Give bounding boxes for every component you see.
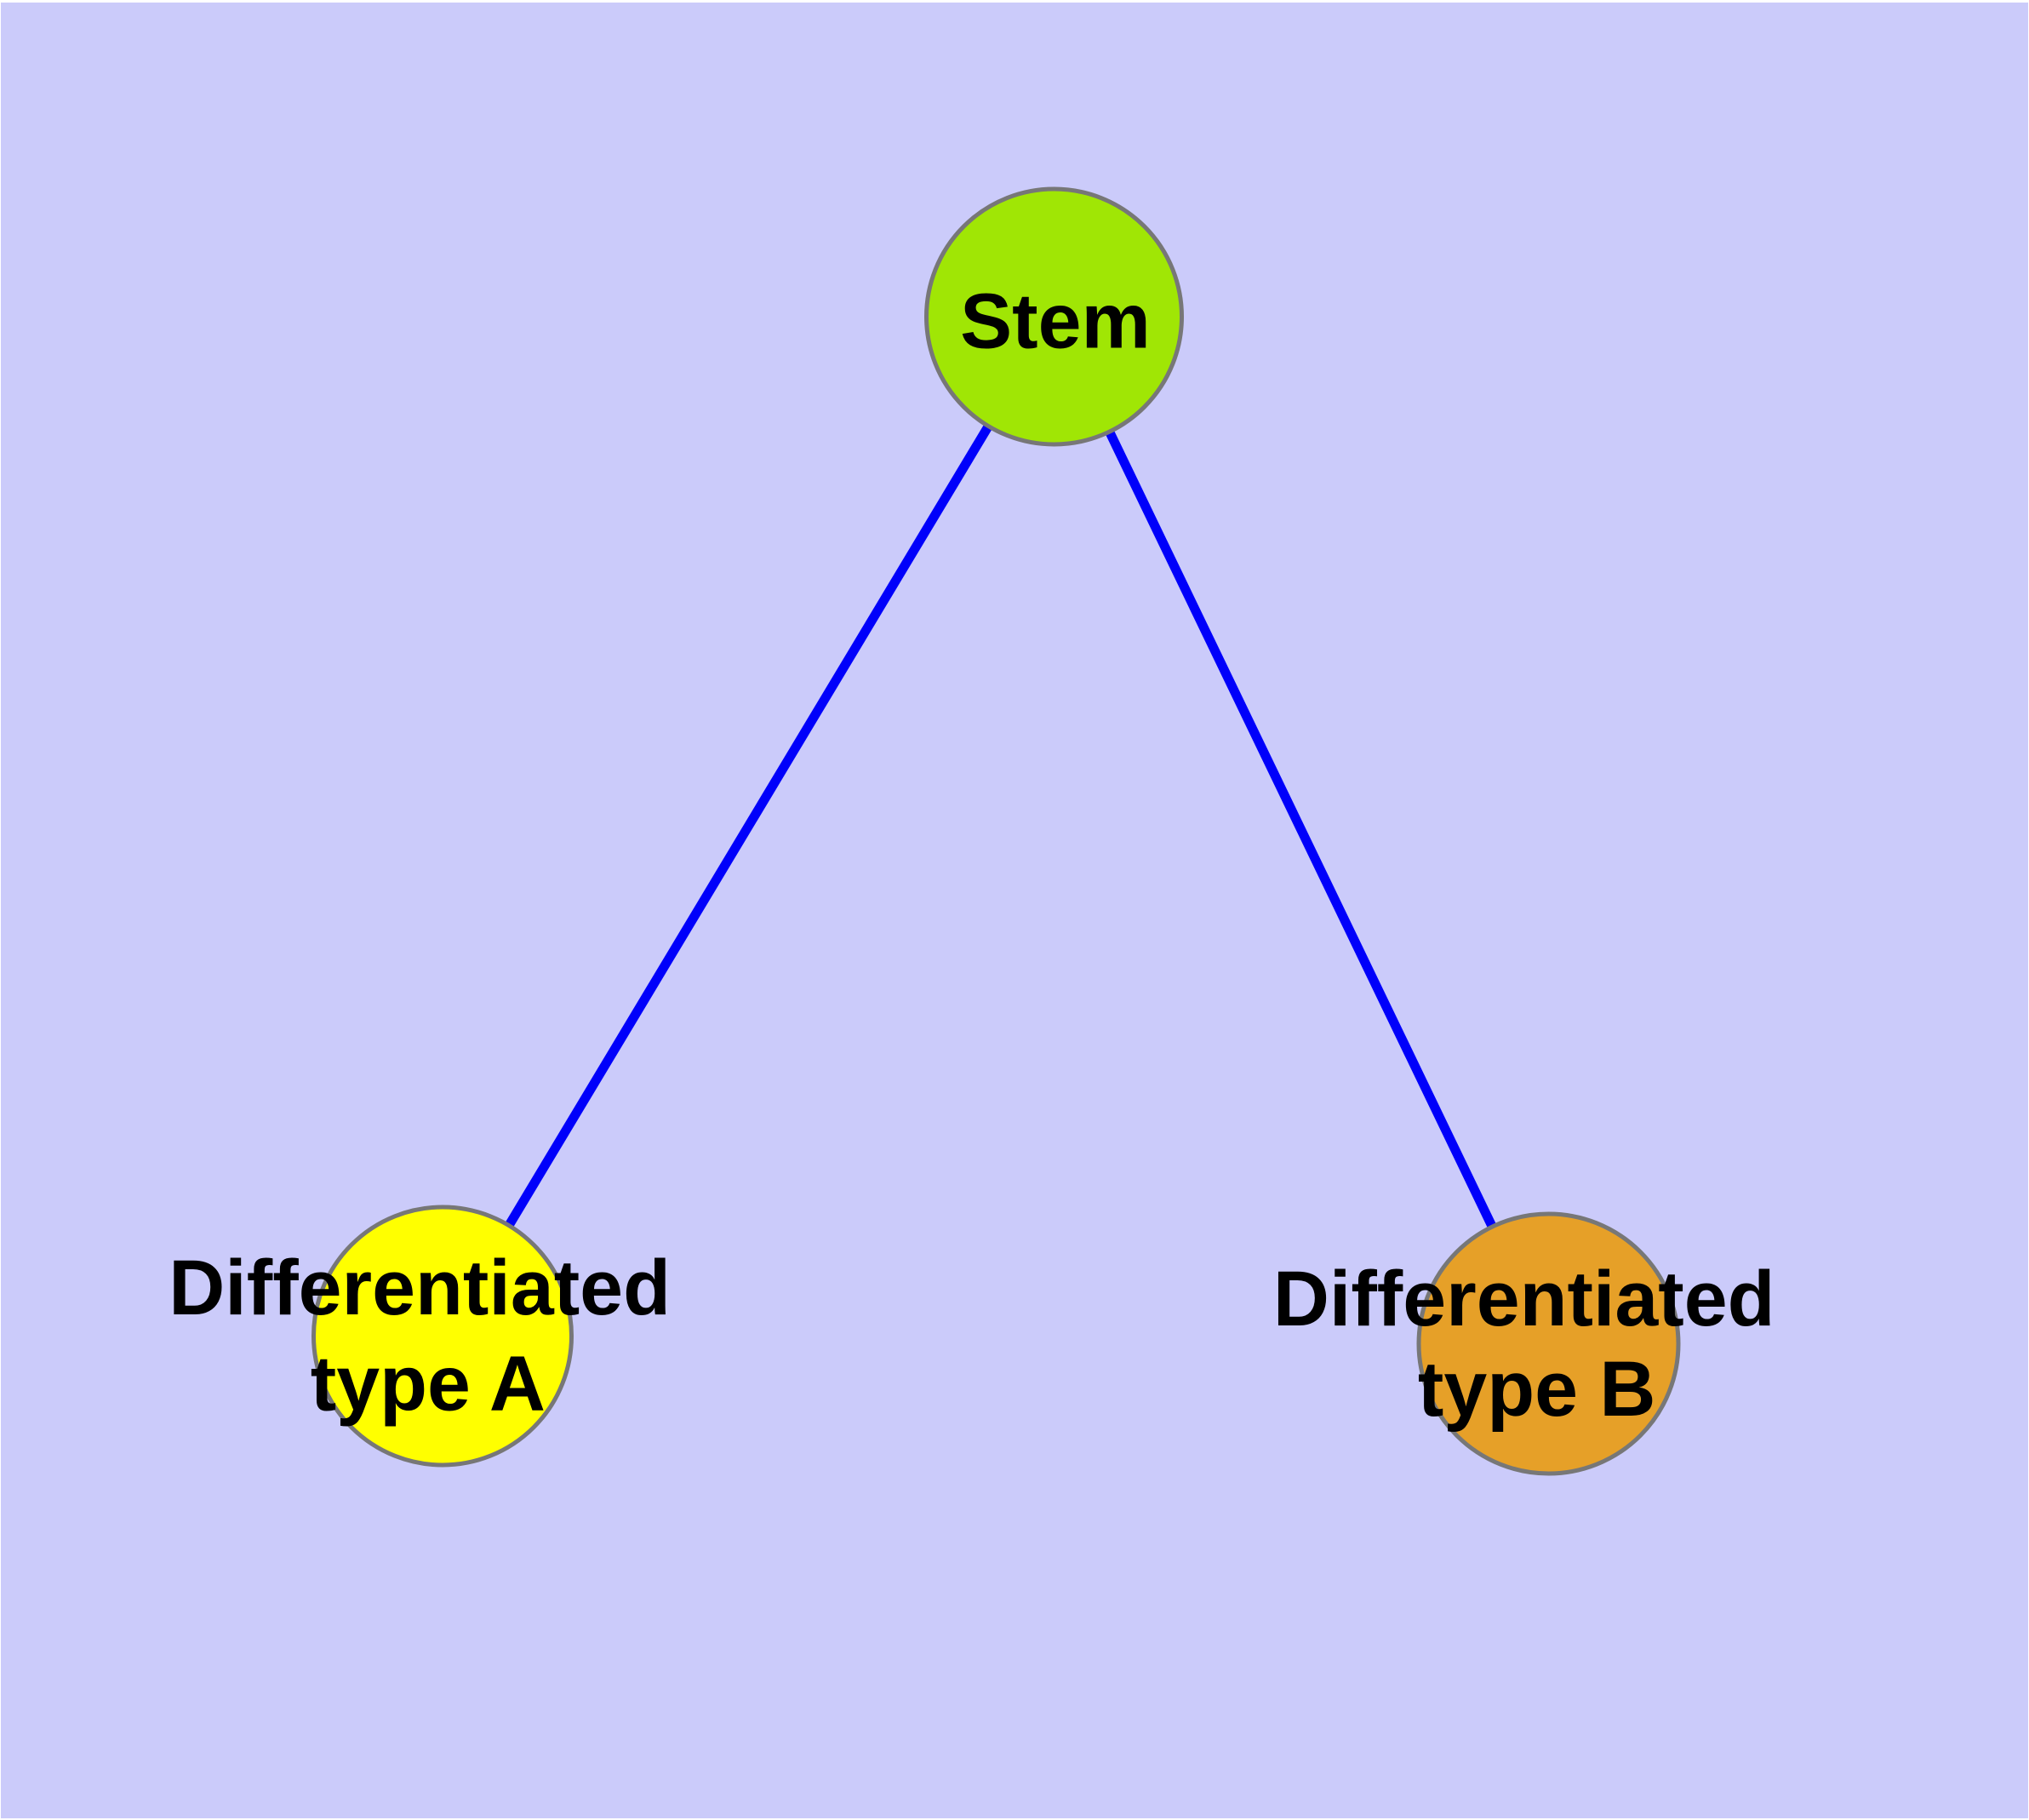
svg-text:Differentiated: Differentiated: [169, 1245, 671, 1331]
svg-text:type A: type A: [311, 1341, 546, 1428]
svg-text:Stem: Stem: [960, 278, 1151, 365]
svg-text:Differentiated: Differentiated: [1273, 1256, 1775, 1342]
svg-text:type B: type B: [1418, 1346, 1656, 1433]
